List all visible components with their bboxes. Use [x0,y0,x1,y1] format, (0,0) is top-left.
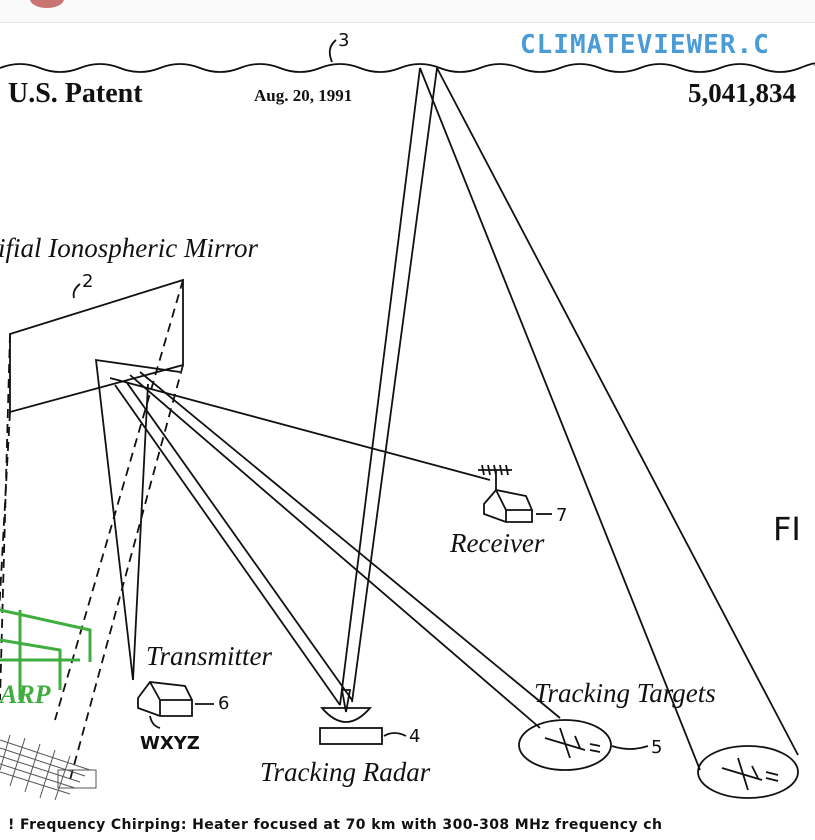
ionosphere-line [0,62,815,73]
radar-to-mirror-2 [124,379,353,701]
radar-base [319,727,383,745]
patent-date: Aug. 20, 1991 [254,86,353,105]
radar-to-ionosphere-1 [339,67,421,706]
target-ellipse-1 [518,719,612,771]
transmitter-beam-right [132,383,149,681]
label-tracking-radar: Tracking Radar [260,757,431,787]
antenna-field [0,734,91,801]
mirror-to-target-2 [139,371,561,719]
dashed-beam-d [69,364,184,781]
radar-to-mirror-1 [114,384,341,706]
receiver-antenna [478,464,512,490]
dashed-beam-c [54,279,184,721]
label-transmitter: Transmitter [146,641,273,671]
receiver-beam [109,377,491,481]
control-module-box [57,769,97,789]
numeral-6: 6 [218,693,230,714]
receiver-house [483,489,533,523]
numeral-3: 3 [338,30,350,51]
leader-5 [611,745,649,750]
transmitter-beam-left [94,358,181,681]
numeral-7: 7 [556,505,568,526]
leader-2 [72,283,81,299]
station-call-sign: WXYZ [140,733,200,754]
patent-label: U.S. Patent [8,78,143,109]
plane-2 [721,757,779,791]
transmitter-house [137,681,193,717]
watermark-text: CLIMATEVIEWER.C [520,30,770,60]
radar-dish [320,707,372,723]
leader-4 [383,732,407,737]
avatar-fragment [30,0,64,8]
harp-overlay-text: ARP [0,680,51,709]
leader-3 [328,39,337,63]
dashed-beam-b [0,411,11,613]
label-receiver: Receiver [450,528,545,558]
numeral-5: 5 [651,737,663,758]
numeral-4: 4 [409,726,421,747]
leader-wxyz [149,715,161,729]
ionosphere-to-target-1 [419,67,701,771]
mirror-to-target-1 [129,374,541,729]
label-tracking-targets: Tracking Targets [534,678,716,708]
mirror-panel [9,278,184,414]
plane-1 [544,727,601,759]
top-strip [0,0,815,23]
label-mirror: ifial Ionospheric Mirror [0,233,258,263]
figure-label: FI [773,510,801,548]
target-ellipse-2 [697,745,799,799]
harp-overlay-frame [0,608,92,700]
radar-feed [340,689,352,713]
patent-number: 5,041,834 [688,78,796,108]
numeral-2: 2 [82,271,94,292]
figure-caption: ! Frequency Chirping: Heater focused at … [8,817,663,833]
ionosphere-to-target-2 [436,67,799,756]
radar-to-ionosphere-2 [351,67,438,703]
